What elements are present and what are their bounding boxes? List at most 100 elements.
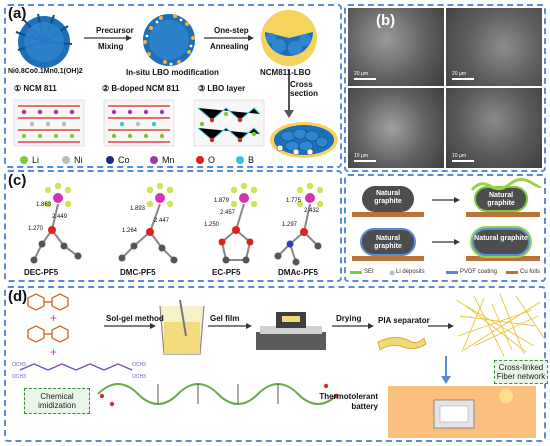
dmac-d2: 2.432 bbox=[304, 208, 320, 214]
dmac-d1: 1.775 bbox=[286, 198, 302, 204]
beaker bbox=[159, 299, 205, 355]
cross-section-particle bbox=[270, 122, 338, 158]
legend-ni: Ni bbox=[74, 155, 83, 165]
dmc-d1: 1.893 bbox=[130, 206, 146, 212]
sem-image-3: 10 µm bbox=[348, 88, 444, 168]
ec-pf5-label: EC-PF5 bbox=[212, 268, 241, 277]
graphite-legend-marks bbox=[350, 270, 518, 276]
ec-d1: 1.879 bbox=[214, 198, 230, 204]
panel-c-label: (c) bbox=[8, 172, 27, 189]
legend-o: O bbox=[208, 155, 216, 165]
molecule-graphics bbox=[30, 182, 324, 266]
film-casting-machine bbox=[256, 312, 326, 350]
panel-b-label: (b) bbox=[376, 12, 396, 29]
och3-1: OCH3 bbox=[12, 362, 26, 368]
sei-growth bbox=[470, 178, 542, 191]
och3-2: OCH3 bbox=[12, 374, 26, 380]
och3-3: OCH3 bbox=[132, 362, 146, 368]
scale-bar bbox=[354, 160, 376, 162]
precursor-sphere bbox=[15, 13, 73, 68]
ec-d3: 1.250 bbox=[204, 222, 220, 228]
legend-co: Co bbox=[118, 155, 130, 165]
ncm811-lbo-sphere bbox=[261, 10, 317, 66]
dec-d1: 1.863 bbox=[36, 202, 52, 208]
legend-li: Li bbox=[32, 155, 40, 165]
svg-text:+: + bbox=[50, 311, 57, 325]
atom-legend-dots bbox=[20, 156, 244, 164]
svg-text:+: + bbox=[50, 345, 57, 359]
legend-cu: Cu foils bbox=[520, 269, 541, 275]
thermotolerant-battery bbox=[388, 386, 536, 438]
sem-image-2: 20 µm bbox=[446, 8, 542, 86]
graphite-3-label: Natural graphite bbox=[374, 235, 402, 250]
chemical-imidization-label: Chemical imidization bbox=[38, 392, 76, 410]
precursor-formula: Ni0.8Co0.1Mn0.1(OH)2 bbox=[8, 68, 83, 75]
panel-d-graphics: + + bbox=[19, 293, 545, 438]
graphite-4: Natural graphite bbox=[472, 228, 530, 256]
molecule-dmac-pf5 bbox=[274, 182, 324, 266]
graphite-1: Natural graphite bbox=[362, 186, 414, 212]
step2-top: One-step bbox=[214, 26, 249, 35]
scale-bar-label: 10 µm bbox=[452, 153, 466, 159]
drying-label: Drying bbox=[336, 314, 362, 323]
dmac-d3: 1.297 bbox=[282, 222, 298, 228]
molecule-dmc-pf5 bbox=[118, 182, 178, 264]
chemical-imidization-box: Chemical imidization bbox=[24, 388, 90, 414]
lattice-lbo bbox=[193, 99, 265, 147]
silane-chain bbox=[19, 363, 133, 371]
scale-bar-label: 20 µm bbox=[354, 71, 368, 77]
panel-a-label: (a) bbox=[8, 5, 27, 22]
scale-bar bbox=[452, 160, 474, 162]
scale-bar bbox=[452, 78, 474, 80]
structure-2-label: ② B-doped NCM 811 bbox=[102, 84, 180, 93]
sem-image-1: 20 µm bbox=[348, 8, 444, 86]
sem-image-4: 10 µm bbox=[446, 88, 542, 168]
dec-pf5-label: DEC-PF5 bbox=[24, 268, 59, 277]
product-label: NCM811-LBO bbox=[260, 68, 311, 77]
cross-section-label: Cross section bbox=[290, 80, 319, 98]
separator-label: PIA separator bbox=[378, 316, 430, 325]
scale-bar-label: 10 µm bbox=[354, 153, 368, 159]
arrow-2 bbox=[432, 239, 460, 245]
insitu-label: In-situ LBO modification bbox=[126, 68, 219, 77]
och3-4: OCH3 bbox=[132, 374, 146, 380]
molecule-dec-pf5 bbox=[30, 182, 82, 264]
molecule-ec-pf5 bbox=[218, 182, 258, 264]
graphite-1-label: Natural graphite bbox=[374, 190, 402, 205]
panel-a-graphics bbox=[13, 10, 338, 164]
cu-foil-1 bbox=[352, 212, 424, 217]
dmac-pf5-label: DMAc-PF5 bbox=[278, 268, 319, 277]
dmc-d2: 2.447 bbox=[154, 218, 170, 224]
legend-pvdf: PVDF coating bbox=[460, 269, 498, 275]
dmc-d3: 1.264 bbox=[122, 228, 138, 234]
graphite-3: Natural graphite bbox=[360, 228, 416, 256]
structure-3-label: ③ LBO layer bbox=[198, 84, 246, 93]
cross-linked-box: Cross-linked Fiber network bbox=[494, 360, 548, 384]
graphite-2-label: Natural graphite bbox=[487, 192, 515, 207]
legend-mn: Mn bbox=[162, 155, 175, 165]
step1-bottom: Mixing bbox=[98, 42, 124, 51]
scale-bar-label: 20 µm bbox=[452, 71, 466, 77]
polymer-chain bbox=[97, 383, 339, 407]
insitu-sphere bbox=[143, 14, 195, 66]
step1-top: Precursor bbox=[96, 26, 134, 35]
pia-separator-film bbox=[377, 337, 427, 351]
dec-d2: 2.449 bbox=[52, 214, 68, 220]
cross-linked-label: Cross-linked Fiber network bbox=[496, 363, 546, 381]
cu-foil-4 bbox=[466, 256, 540, 261]
lattice-b-doped bbox=[103, 99, 175, 147]
lattice-ncm811 bbox=[13, 99, 85, 147]
graphite-4-label: Natural graphite bbox=[474, 235, 528, 242]
arrow-1 bbox=[432, 197, 460, 203]
sol-gel-label: Sol-gel method bbox=[106, 314, 164, 323]
legend-b: B bbox=[248, 155, 255, 165]
cu-foil-2 bbox=[466, 212, 540, 217]
dmc-pf5-label: DMC-PF5 bbox=[120, 268, 156, 277]
thermotolerant-battery-label: Thermotolerant battery bbox=[319, 392, 378, 411]
gel-film-label: Gel film bbox=[210, 314, 240, 323]
legend-sei: SEI bbox=[364, 269, 374, 275]
structure-1-label: ① NCM 811 bbox=[14, 84, 57, 93]
ec-d2: 2.457 bbox=[220, 210, 236, 216]
legend-li-deposits: Li deposits bbox=[396, 269, 425, 275]
cu-foil-3 bbox=[352, 256, 424, 261]
